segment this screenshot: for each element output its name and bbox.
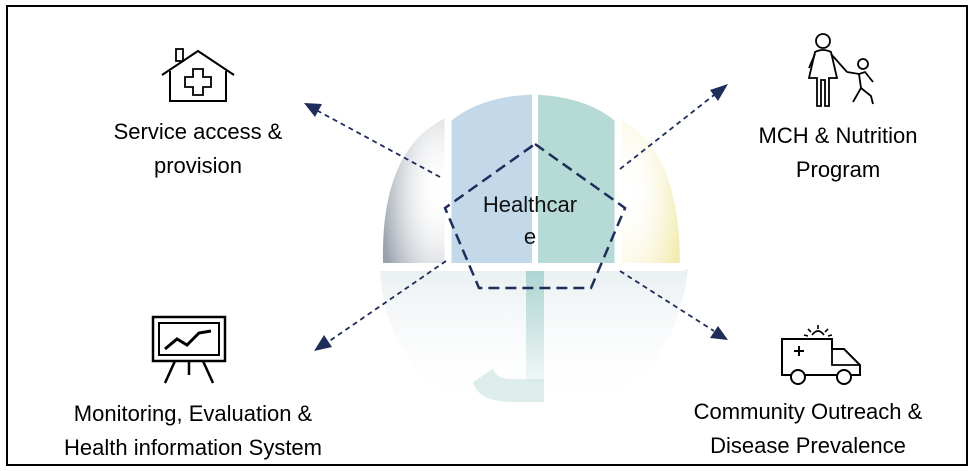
house-medical-icon — [161, 48, 235, 102]
arrow-top-left — [304, 103, 441, 178]
node-mch-nutrition: MCH & Nutrition Program — [748, 119, 928, 187]
node-service-access-line2: provision — [153, 153, 243, 178]
diagram-frame: Healthcar e Service access & provision M… — [6, 5, 968, 466]
node-service-access-line1: Service access & — [113, 119, 283, 144]
node-mch-nutrition-line2: Program — [795, 157, 881, 182]
center-pentagon — [443, 142, 627, 290]
center-label: Healthcar e — [475, 189, 585, 253]
logo-watermark — [380, 87, 688, 412]
node-monitoring-evaluation-line1: Monitoring, Evaluation & — [73, 401, 313, 426]
center-label-line1: Healthcar — [482, 192, 578, 217]
node-community-outreach: Community Outreach & Disease Prevalence — [668, 395, 948, 463]
chart-easel-icon — [151, 315, 227, 384]
arrow-bottom-left — [314, 260, 447, 351]
diagram-canvas — [304, 84, 728, 412]
node-monitoring-evaluation-line2: Health information System — [64, 435, 322, 460]
arrow-bottom-right — [619, 270, 728, 340]
mother-child-icon — [807, 33, 874, 107]
arrow-top-right — [619, 84, 728, 170]
node-community-outreach-line2: Disease Prevalence — [710, 433, 906, 458]
node-community-outreach-line1: Community Outreach & — [693, 399, 923, 424]
node-service-access: Service access & provision — [108, 115, 288, 183]
node-monitoring-evaluation: Monitoring, Evaluation & Health informat… — [48, 397, 338, 464]
center-label-line2: e — [523, 224, 537, 249]
ambulance-icon — [781, 325, 861, 385]
node-mch-nutrition-line1: MCH & Nutrition — [758, 123, 918, 148]
